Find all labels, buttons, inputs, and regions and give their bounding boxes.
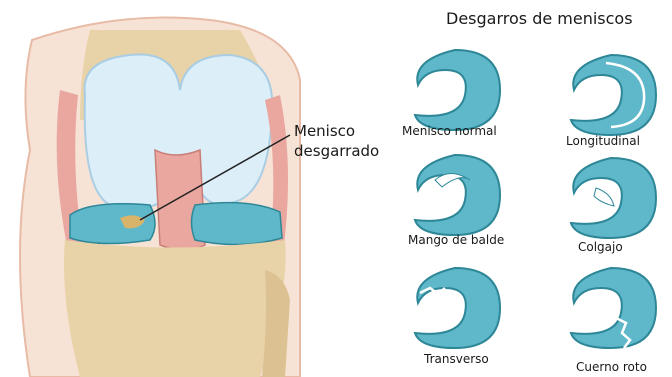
tear-transverse-label: Transverso [424,352,489,366]
callout-line-2: desgarrado [294,141,404,161]
tear-broken-horn: Cuerno roto [556,258,666,358]
meniscus-right [192,203,283,245]
tear-transverse: Transverso [400,258,510,358]
meniscus-flap-shape [556,148,666,248]
torn-meniscus-callout: Menisco desgarrado [294,121,404,161]
tear-bucket-handle-label: Mango de balde [408,233,504,247]
tear-bucket-handle: Mango de balde [400,145,510,245]
meniscus-broken-horn-shape [556,258,666,358]
meniscus-bucket-handle-shape [400,145,510,245]
tear-flap-label: Colgajo [578,240,623,254]
knee-joint-illustration [0,0,400,377]
tears-panel-title: Desgarros de meniscos [446,9,666,28]
tear-longitudinal: Longitudinal [556,45,666,145]
tear-longitudinal-label: Longitudinal [566,134,640,148]
tear-broken-horn-label: Cuerno roto [576,360,647,374]
callout-line-1: Menisco [294,121,404,141]
meniscus-transverse-shape [400,258,510,358]
tear-normal: Menisco normal [400,40,510,140]
tibia-bone [64,240,286,377]
meniscus-longitudinal-shape [556,45,666,145]
tear-normal-label: Menisco normal [402,124,497,138]
tear-flap: Colgajo [556,148,666,248]
